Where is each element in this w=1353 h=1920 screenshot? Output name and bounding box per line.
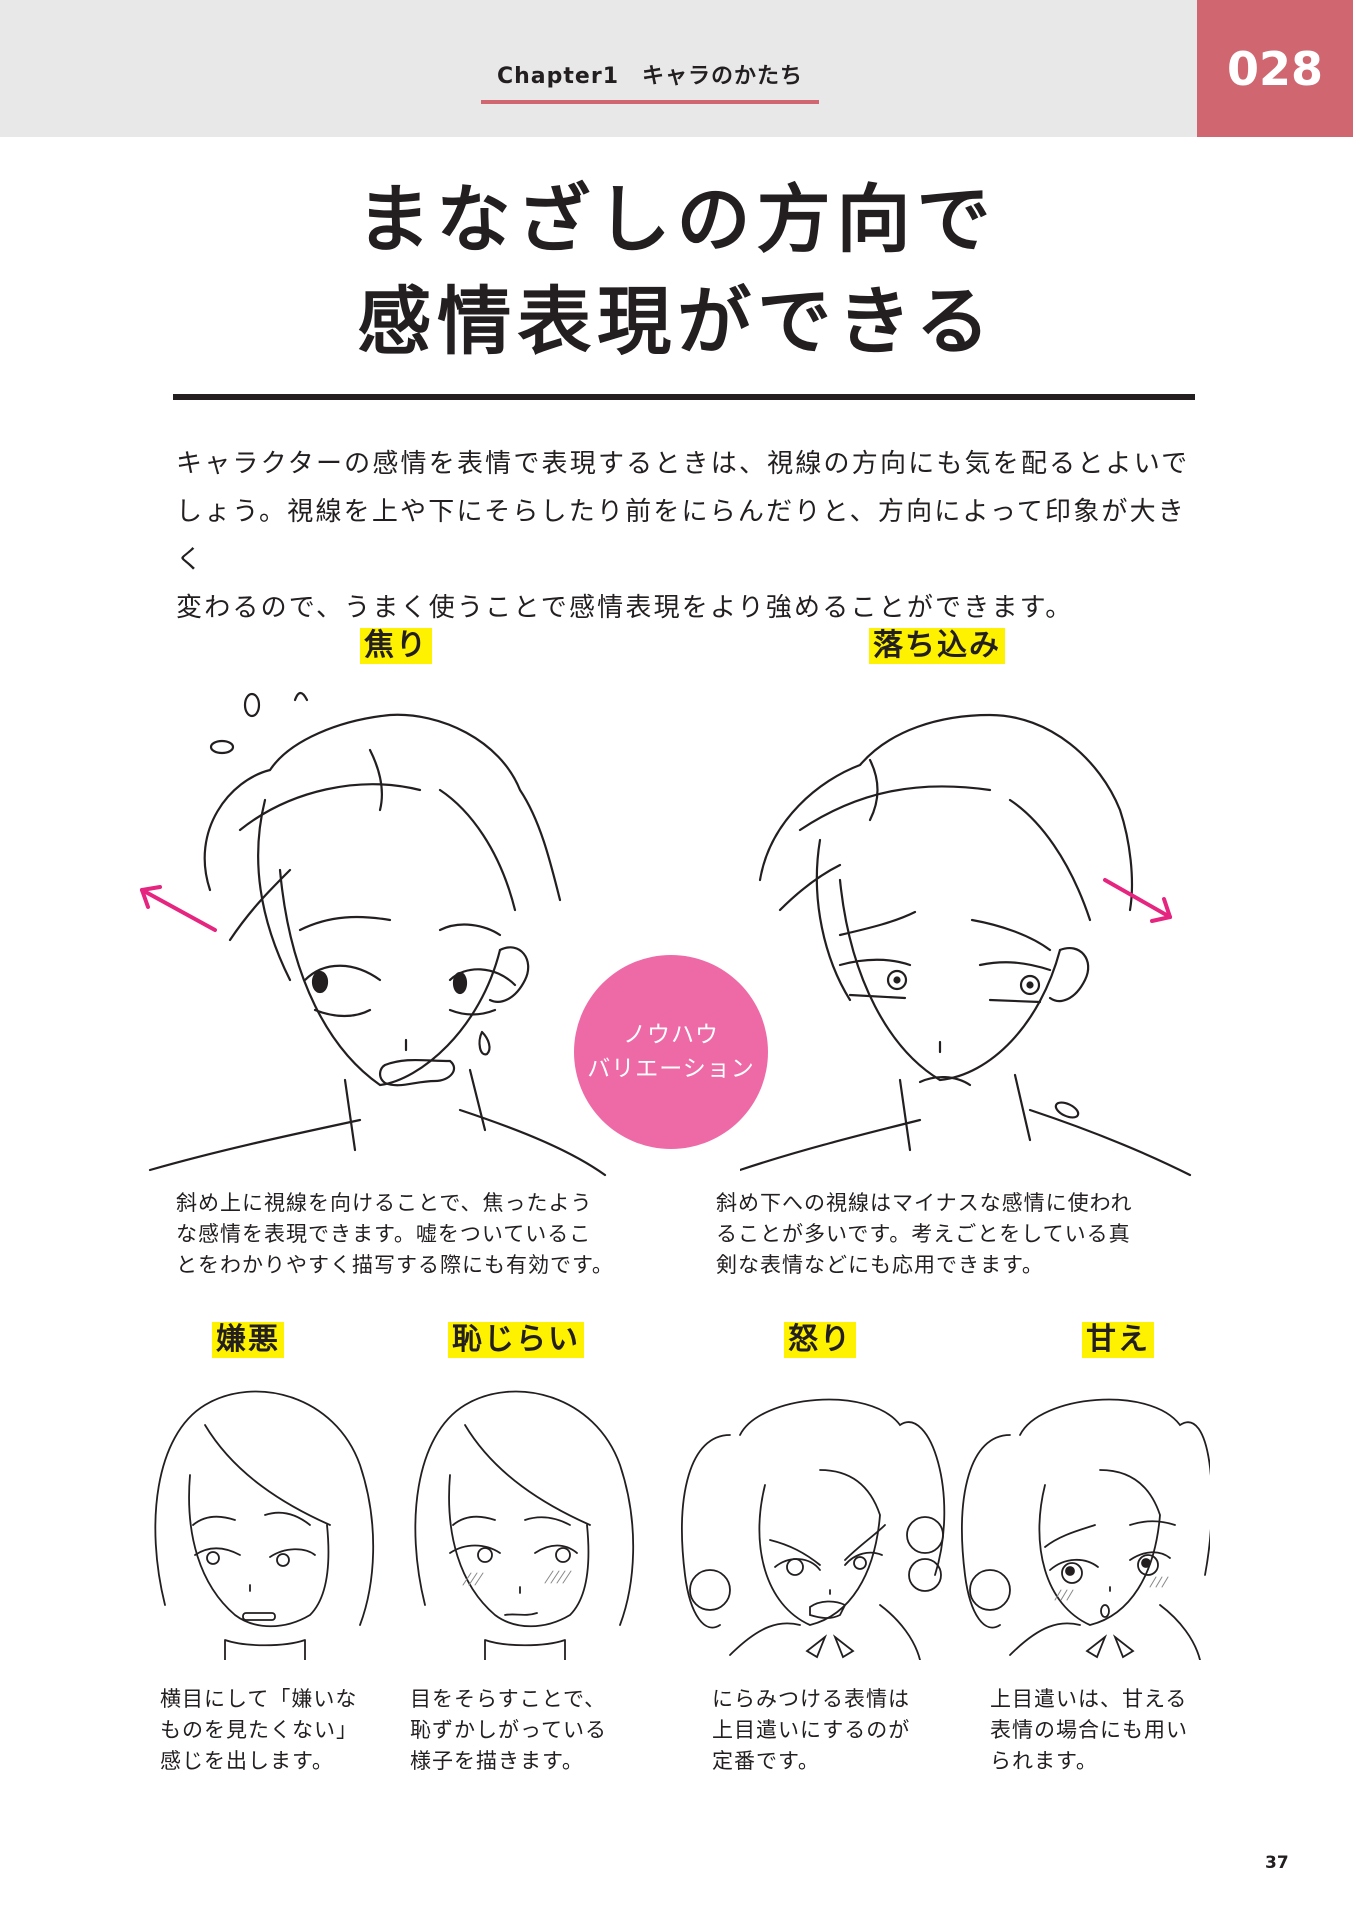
caption-keno: 横目にして「嫌いな ものを見たくない」 感じを出します。 xyxy=(160,1684,390,1777)
caption-line: ることが多いです。考えごとをしている真 xyxy=(716,1222,1131,1246)
badge-line-1: ノウハウ xyxy=(623,1022,719,1048)
section-number: 028 xyxy=(1226,41,1324,96)
illustration-pleading-girl xyxy=(950,1375,1210,1660)
label-ikari: 怒り xyxy=(784,1322,856,1358)
badge-line-2: バリエーション xyxy=(587,1056,755,1082)
label-ochikomi: 落ち込み xyxy=(869,628,1005,664)
title-divider xyxy=(173,394,1195,400)
illustration-angry-girl xyxy=(670,1375,950,1660)
caption-line: 上目遣いは、甘える xyxy=(990,1687,1188,1711)
intro-paragraph: キャラクターの感情を表情で表現するときは、視線の方向にも気を配るとよいで しょう… xyxy=(176,440,1196,632)
caption-line: とをわかりやすく描写する際にも有効です。 xyxy=(176,1253,614,1277)
section-number-box: 028 xyxy=(1197,0,1353,137)
caption-line: 上目遣いにするのが xyxy=(712,1718,911,1742)
chapter-underline xyxy=(481,100,819,104)
page-title-line-2: 感情表現ができる xyxy=(357,279,996,365)
caption-line: ものを見たくない」 xyxy=(160,1718,358,1742)
illustration-depressed-boy xyxy=(740,680,1200,1180)
caption-hajirai: 目をそらすことで、 恥ずかしがっている 様子を描きます。 xyxy=(410,1684,640,1777)
caption-line: 恥ずかしがっている xyxy=(410,1718,607,1742)
label-hajirai: 恥じらい xyxy=(448,1322,584,1358)
label-aseri: 焦り xyxy=(360,628,432,664)
page-title-line-1: まなざしの方向で xyxy=(356,177,997,263)
illustration-shy-girl xyxy=(405,1375,645,1660)
caption-line: られます。 xyxy=(990,1749,1098,1773)
caption-line: 剣な表情などにも応用できます。 xyxy=(716,1253,1044,1277)
caption-aseri: 斜め上に視線を向けることで、焦ったよう な感情を表現できます。嘘をついているこ … xyxy=(176,1188,696,1281)
caption-amae: 上目遣いは、甘える 表情の場合にも用い られます。 xyxy=(990,1684,1230,1777)
caption-line: 表情の場合にも用い xyxy=(990,1718,1188,1742)
caption-line: 横目にして「嫌いな xyxy=(160,1687,358,1711)
caption-line: 感じを出します。 xyxy=(160,1749,334,1773)
page-header xyxy=(0,0,1353,137)
caption-line: 目をそらすことで、 xyxy=(410,1687,607,1711)
caption-ikari: にらみつける表情は 上目遣いにするのが 定番です。 xyxy=(712,1684,952,1777)
intro-line: しょう。視線を上や下にそらしたり前をにらんだりと、方向によって印象が大きく xyxy=(176,497,1187,575)
illustration-disgust-girl xyxy=(145,1375,385,1660)
intro-line: キャラクターの感情を表情で表現するときは、視線の方向にも気を配るとよいで xyxy=(176,449,1190,479)
caption-line: 斜め下への視線はマイナスな感情に使われ xyxy=(716,1191,1133,1215)
caption-line: 斜め上に視線を向けることで、焦ったよう xyxy=(176,1191,593,1215)
label-amae: 甘え xyxy=(1082,1322,1154,1358)
caption-line: な感情を表現できます。嘘をついているこ xyxy=(176,1222,592,1246)
page-number: 37 xyxy=(1265,1853,1289,1873)
caption-line: 定番です。 xyxy=(712,1749,820,1773)
label-keno: 嫌悪 xyxy=(212,1322,284,1358)
illustration-flustered-boy xyxy=(140,680,610,1180)
caption-ochikomi: 斜め下への視線はマイナスな感情に使われ ることが多いです。考えごとをしている真 … xyxy=(716,1188,1196,1281)
intro-line: 変わるので、うまく使うことで感情表現をより強めることができます。 xyxy=(176,593,1074,623)
knowhow-variation-badge: ノウハウ バリエーション xyxy=(574,955,768,1149)
caption-line: にらみつける表情は xyxy=(712,1687,910,1711)
caption-line: 様子を描きます。 xyxy=(410,1749,584,1773)
chapter-heading: Chapter1 キャラのかたち xyxy=(497,64,803,89)
